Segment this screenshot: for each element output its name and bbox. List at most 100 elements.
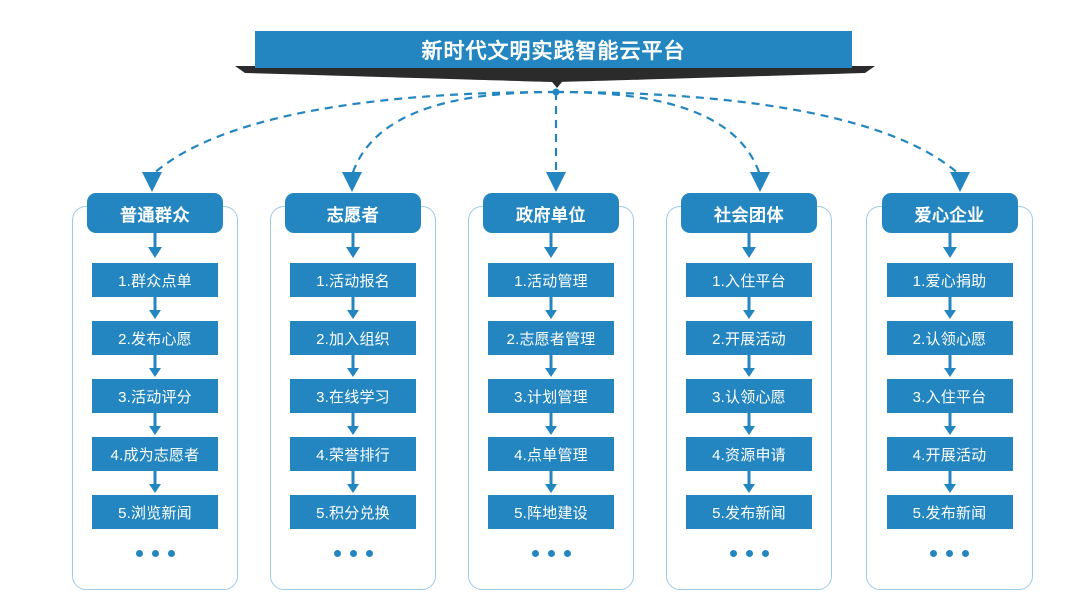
step-item-label: 1.爱心捐助 bbox=[912, 272, 987, 290]
ellipsis-dot bbox=[729, 550, 737, 557]
arrow-shaft bbox=[948, 413, 951, 428]
more-items-ellipsis bbox=[135, 550, 175, 557]
arrow-head-icon bbox=[943, 484, 956, 493]
column-header-4[interactable]: 社会团体 bbox=[681, 193, 817, 233]
arrow-shaft bbox=[747, 471, 751, 486]
column-header-3[interactable]: 政府单位 bbox=[483, 193, 619, 233]
arrow-shaft bbox=[351, 297, 355, 312]
connector-arrowhead-5 bbox=[950, 172, 970, 192]
arrow-head-icon bbox=[545, 484, 557, 493]
arrow-shaft bbox=[747, 217, 751, 249]
ellipsis-dot bbox=[962, 550, 969, 557]
connector-arrowhead-2 bbox=[342, 172, 362, 192]
role-column-aixinqiye[interactable]: 爱心企业 1.爱心捐助 2.认领心愿 3.入住平台 4.开展活动 5.发布新闻 bbox=[866, 193, 1033, 590]
step-item[interactable]: 3.入住平台 bbox=[886, 379, 1013, 413]
step-item[interactable]: 5.积分兑换 bbox=[290, 495, 416, 529]
arrow-head-icon bbox=[148, 247, 162, 258]
step-arrow bbox=[148, 355, 162, 379]
arrow-head-icon bbox=[347, 310, 359, 319]
column-header-1[interactable]: 普通群众 bbox=[87, 193, 223, 233]
step-item[interactable]: 5.阵地建设 bbox=[488, 495, 614, 529]
more-items-ellipsis bbox=[729, 550, 769, 557]
arrow-head-icon bbox=[743, 484, 755, 493]
step-item-label: 2.发布心愿 bbox=[118, 330, 192, 348]
role-column-zhiyuanzhe[interactable]: 志愿者 1.活动报名 2.加入组织 3.在线学习 4.荣誉排行 5.积分兑换 bbox=[270, 193, 436, 590]
ellipsis-dot bbox=[930, 550, 937, 557]
arrow-shaft bbox=[747, 355, 751, 370]
ellipsis-dot bbox=[547, 550, 555, 557]
step-arrow bbox=[346, 471, 360, 495]
arrow-shaft bbox=[948, 471, 951, 486]
banner-shadow-ribbon bbox=[235, 66, 875, 88]
arrow-head-icon bbox=[149, 368, 161, 377]
step-item-label: 3.活动评分 bbox=[118, 388, 192, 406]
step-item-label: 4.成为志愿者 bbox=[110, 446, 200, 464]
ellipsis-dot bbox=[946, 550, 953, 557]
arrow-shaft bbox=[948, 355, 951, 370]
step-item-label: 4.资源申请 bbox=[712, 446, 786, 464]
step-item[interactable]: 2.发布心愿 bbox=[92, 321, 218, 355]
step-arrow bbox=[742, 471, 756, 495]
step-item[interactable]: 4.资源申请 bbox=[686, 437, 812, 471]
ellipsis-dot bbox=[761, 550, 769, 557]
step-item[interactable]: 3.计划管理 bbox=[488, 379, 614, 413]
ellipsis-dot bbox=[151, 550, 159, 557]
step-arrow bbox=[346, 355, 360, 379]
step-item[interactable]: 3.在线学习 bbox=[290, 379, 416, 413]
column-body-1: 1.群众点单 2.发布心愿 3.活动评分 4.成为志愿者 5.浏览新闻 bbox=[73, 207, 237, 589]
step-item[interactable]: 1.爱心捐助 bbox=[886, 263, 1013, 297]
header-to-item-arrow-1 bbox=[148, 207, 162, 263]
arrow-shaft bbox=[549, 217, 553, 249]
step-item[interactable]: 5.发布新闻 bbox=[886, 495, 1013, 529]
step-item[interactable]: 2.加入组织 bbox=[290, 321, 416, 355]
arrow-shaft bbox=[153, 297, 157, 312]
step-item-label: 3.入住平台 bbox=[912, 388, 987, 406]
step-item[interactable]: 4.成为志愿者 bbox=[92, 437, 218, 471]
step-item[interactable]: 2.开展活动 bbox=[686, 321, 812, 355]
step-item-label: 5.发布新闻 bbox=[912, 504, 987, 522]
role-column-shehuituanti[interactable]: 社会团体 1.入住平台 2.开展活动 3.认领心愿 4.资源申请 5.发布新闻 bbox=[666, 193, 832, 590]
step-item-label: 1.群众点单 bbox=[118, 272, 192, 290]
step-item-label: 2.加入组织 bbox=[316, 330, 390, 348]
role-column-putongqunzhong[interactable]: 普通群众 1.群众点单 2.发布心愿 3.活动评分 4.成为志愿者 5.浏览新闻 bbox=[72, 193, 238, 590]
step-item-label: 5.阵地建设 bbox=[514, 504, 588, 522]
step-arrow bbox=[148, 471, 162, 495]
arrow-head-icon bbox=[942, 247, 957, 258]
role-column-zhengfudanwei[interactable]: 政府单位 1.活动管理 2.志愿者管理 3.计划管理 4.点单管理 5.阵地建设 bbox=[468, 193, 634, 590]
column-body-2: 1.活动报名 2.加入组织 3.在线学习 4.荣誉排行 5.积分兑换 bbox=[271, 207, 435, 589]
step-item[interactable]: 1.入住平台 bbox=[686, 263, 812, 297]
step-item[interactable]: 1.群众点单 bbox=[92, 263, 218, 297]
header-to-item-arrow-4 bbox=[742, 207, 756, 263]
arrow-shaft bbox=[351, 471, 355, 486]
step-item-label: 5.发布新闻 bbox=[712, 504, 786, 522]
step-item[interactable]: 3.认领心愿 bbox=[686, 379, 812, 413]
more-items-ellipsis bbox=[531, 550, 571, 557]
step-item[interactable]: 3.活动评分 bbox=[92, 379, 218, 413]
step-item[interactable]: 4.开展活动 bbox=[886, 437, 1013, 471]
step-item[interactable]: 4.点单管理 bbox=[488, 437, 614, 471]
connector-arrowhead-1 bbox=[142, 172, 162, 192]
step-item[interactable]: 4.荣誉排行 bbox=[290, 437, 416, 471]
column-header-label: 社会团体 bbox=[714, 205, 784, 225]
step-item-label: 4.点单管理 bbox=[514, 446, 588, 464]
step-item[interactable]: 5.浏览新闻 bbox=[92, 495, 218, 529]
arrow-shaft bbox=[351, 413, 355, 428]
step-item[interactable]: 2.认领心愿 bbox=[886, 321, 1013, 355]
page-title: 新时代文明实践智能云平台 bbox=[421, 39, 686, 63]
arrow-head-icon bbox=[545, 310, 557, 319]
step-arrow bbox=[943, 355, 957, 379]
connector-arrowhead-3 bbox=[546, 172, 566, 192]
step-item[interactable]: 2.志愿者管理 bbox=[488, 321, 614, 355]
step-item[interactable]: 5.发布新闻 bbox=[686, 495, 812, 529]
step-arrow bbox=[742, 413, 756, 437]
column-header-2[interactable]: 志愿者 bbox=[285, 193, 421, 233]
connector-to-column-5 bbox=[555, 90, 961, 176]
ellipsis-dot bbox=[531, 550, 539, 557]
column-header-label: 志愿者 bbox=[326, 205, 380, 225]
step-item[interactable]: 1.活动管理 bbox=[488, 263, 614, 297]
step-item[interactable]: 1.活动报名 bbox=[290, 263, 416, 297]
connector-arrowhead-4 bbox=[750, 172, 770, 192]
column-header-5[interactable]: 爱心企业 bbox=[881, 193, 1018, 233]
ellipsis-dot bbox=[349, 550, 357, 557]
arrow-head-icon bbox=[545, 368, 557, 377]
